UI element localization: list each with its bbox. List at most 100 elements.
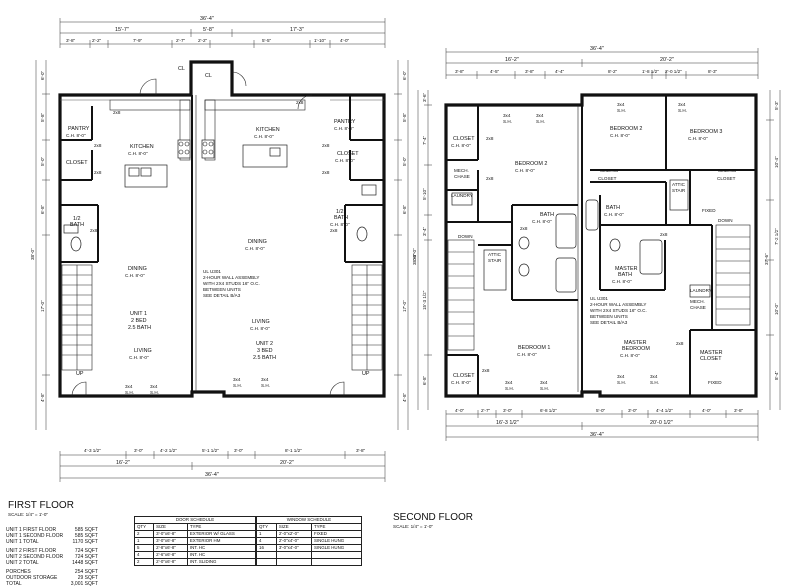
second-floor-plan: 36'-4" 16'-2" 20'-2" 3'-8" 4'-5" 3'-8" 4… — [412, 46, 781, 441]
area-value: 585 SQFT — [74, 533, 98, 539]
area-value: 254 SQFT — [74, 569, 98, 575]
ff-dim-top2: 2'-2" — [92, 38, 102, 43]
sf-attic-stair-left — [483, 249, 507, 291]
table-cell: 4 — [256, 537, 277, 545]
sf-door-tag: 2x8 — [482, 368, 490, 373]
ff-dim-top2: 3'-8" — [66, 38, 76, 43]
sf-label-master-closet: CLOSET — [700, 356, 722, 362]
table-cell: SINGLE HUNG — [310, 537, 363, 545]
sf-unit1-interior — [446, 105, 578, 396]
table-cell: 2'-0"x6'-8" — [153, 558, 188, 566]
sf-attic-stair-right — [669, 179, 689, 211]
table-cell: 5 — [133, 544, 155, 552]
sf-window-tag: S.H. — [503, 119, 512, 124]
sf-label-down: DOWN — [458, 234, 473, 239]
ff-wall-note: BETWEEN UNITS — [203, 287, 241, 292]
area-value: 1170 SQFT — [72, 539, 98, 545]
sf-label-sliding: SLIDING — [718, 168, 737, 173]
sf-label-bedroom2: BEDROOM 2 — [515, 161, 547, 167]
sf-label-bedroom1-ch: C.H. 8'-0" — [517, 352, 537, 357]
sf-window-tag: S.H. — [536, 119, 545, 124]
sf-label-master-bed: BEDROOM — [622, 346, 650, 352]
ff-label-unit2-bed: 3 BED — [257, 348, 273, 354]
sf-label-mech-r: CHASE — [690, 305, 706, 310]
ff-unit2-interior — [201, 94, 384, 397]
sf-bottom-dim2: 20'-0 1/2" — [650, 420, 673, 426]
ff-unit1-interior — [60, 71, 247, 397]
ff-window-tag: S.H. — [261, 383, 270, 388]
ff-label-kitchen-right-ch: C.H. 8'-0" — [254, 134, 274, 139]
sf-door-tag: 2x8 — [486, 176, 494, 181]
sf-stair-right — [715, 224, 751, 326]
ff-label-cl: CL — [178, 66, 185, 72]
sf-wall-note: SEE DETAIL B/A3 — [590, 320, 628, 325]
area-value: 1448 SQFT — [72, 560, 98, 566]
ff-left-dim: 6'-8" — [40, 204, 45, 214]
sf-dim-top2: 1'-8 1/2" — [642, 69, 659, 74]
sf-window-tag: S.H. — [650, 380, 659, 385]
second-floor-scale: SCALE: 1/4" = 1'-0" — [393, 524, 433, 529]
sf-window-tag: 3x4 — [536, 113, 544, 118]
sf-left-dim: 3'-6" — [422, 92, 427, 102]
ff-door-tag: 2x8 — [330, 228, 338, 233]
ff-range-left — [177, 139, 191, 159]
ff-bottom-dim: 3'-0" — [234, 448, 244, 453]
sf-bottom-dim: 3'-0" — [503, 408, 513, 413]
sf-room-labels: CLOSET C.H. 8'-0" MECH. CHASE LAUNDRY BE… — [451, 102, 737, 391]
ff-window-tag: 3x4 — [125, 384, 133, 389]
table-cell: 16 — [256, 544, 277, 552]
sf-label-master-bed-ch: C.H. 8'-0" — [620, 353, 640, 358]
ff-left-dim: 6'-0" — [40, 70, 45, 80]
sf-wall-note: WITH 2X4 STUDS 16" O.C. — [590, 308, 647, 313]
sf-dim-top1: 16'-2" — [505, 57, 519, 63]
sf-window-tag: S.H. — [617, 380, 626, 385]
table-cell: 3'-0"x6'-8" — [153, 537, 188, 545]
sf-dim-top2: 3'-8" — [525, 69, 535, 74]
ff-label-closet-right: CLOSET — [337, 151, 359, 157]
table-cell: 1 — [256, 530, 277, 538]
ff-bottom-dim: 3'-0" — [134, 448, 144, 453]
sf-window-tag: 3x4 — [505, 380, 513, 385]
sf-right-dim: 8'-4" — [774, 370, 779, 380]
second-floor-title: SECOND FLOOR — [393, 512, 473, 523]
table-cell — [310, 558, 363, 566]
sf-window-tag: 3x4 — [540, 380, 548, 385]
sf-label-mech: MECH. — [454, 168, 469, 173]
sf-label-master-bed: MASTER — [624, 340, 647, 346]
ff-label-kitchen-right: KITCHEN — [256, 127, 280, 133]
ff-range-right — [201, 139, 215, 159]
ff-label-unit1: UNIT 1 — [130, 311, 147, 317]
first-floor-side-dimensions: 6'-0" 5'-8" 5'-0" 6'-8" 17'-0" 4'-8" 38'… — [30, 60, 417, 430]
ff-door-tag: 2x8 — [322, 143, 330, 148]
sf-label-bath-r: BATH — [606, 205, 620, 211]
door-schedule-title: DOOR SCHEDULE — [134, 516, 256, 524]
sf-label-bedroom2-ch: C.H. 8'-0" — [515, 168, 535, 173]
table-row — [256, 551, 363, 559]
sf-label-fixed: FIXED — [708, 380, 722, 385]
sf-dim-top2: 3'-8" — [455, 69, 465, 74]
area-label: UNIT 2 SECOND FLOOR — [6, 554, 64, 560]
ff-left-dim: 38'-0" — [30, 248, 35, 260]
door-schedule-header: TYPE — [186, 523, 257, 531]
table-cell: INT. HC — [186, 551, 257, 559]
sf-door-tag: 2x8 — [660, 232, 668, 237]
ff-window-tag: 3x4 — [150, 384, 158, 389]
first-floor-scale: SCALE: 1/4" = 1'-0" — [8, 512, 48, 517]
sf-bottom-dim2: 16'-3 1/2" — [496, 420, 519, 426]
second-floor-bottom-dimensions: 4'-0" 2'-7" 3'-0" 6'-8 1/2" 5'-0" 3'-0" … — [445, 408, 759, 441]
sf-label-attic: ATTIC — [488, 252, 502, 257]
sf-dim-top2: 8'-2" — [608, 69, 618, 74]
first-floor-plan: 36'-4" 15'-7" 5'-8" 17'-3" 3'-8" 2'-2" 7… — [30, 16, 417, 482]
ff-door-tag: 2x8 — [113, 110, 121, 115]
area-label: OUTDOOR STORAGE — [6, 575, 58, 581]
area-value: 585 SQFT — [74, 527, 98, 533]
ff-window-tag: S.H. — [150, 390, 159, 395]
